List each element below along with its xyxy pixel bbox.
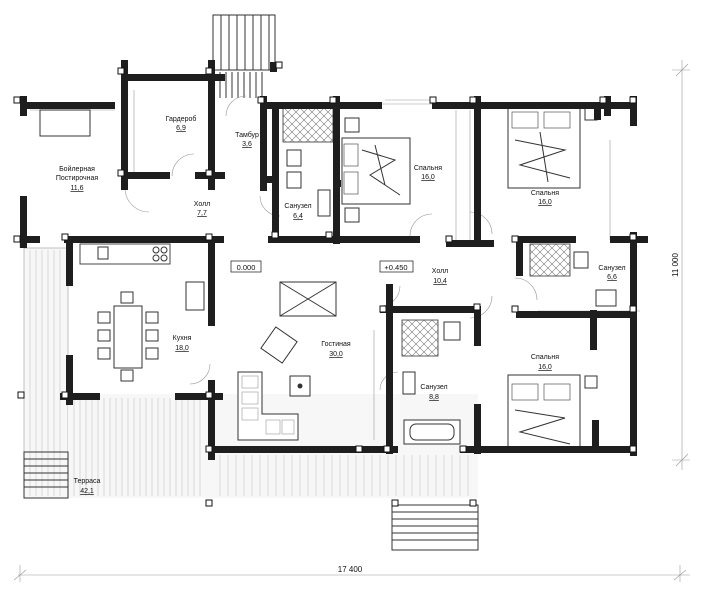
vestibule-area: 3,6 xyxy=(242,141,252,148)
joint-markers xyxy=(13,61,637,507)
wardrobe-area: 6,9 xyxy=(176,125,186,132)
fireplace xyxy=(279,281,337,317)
wardrobe-label: Гардероб xyxy=(166,115,197,123)
living-area: 30,0 xyxy=(329,351,343,358)
level-box-raised xyxy=(379,260,414,273)
south-entrance-stairs xyxy=(391,504,479,551)
bath-top-label: Санузел xyxy=(284,203,311,210)
hall-right-area: 10,4 xyxy=(433,278,447,285)
hall-right-label: Холл xyxy=(432,268,449,275)
kitchen-label: Кухня xyxy=(173,335,192,342)
hall-left-area: 7,7 xyxy=(197,210,207,217)
bath-top-fixtures xyxy=(286,149,331,217)
shower-tile-top xyxy=(282,107,334,143)
bed-ne xyxy=(507,107,598,189)
bath-right-label: Санузел xyxy=(598,265,625,272)
bed-ne-label: Спальня xyxy=(531,190,559,197)
bath-right-area: 6,6 xyxy=(607,274,617,281)
bed-center xyxy=(341,117,411,223)
bed-se-label: Спальня xyxy=(531,354,559,361)
dining-table xyxy=(97,291,159,382)
hall-left-label: Холл xyxy=(194,201,211,208)
kitchen-counter xyxy=(79,243,205,311)
kitchen-area: 18,0 xyxy=(175,345,189,352)
bed-se xyxy=(507,374,598,451)
vestibule-label: Тамбур xyxy=(235,131,259,139)
boiler-area: 11,6 xyxy=(70,185,83,192)
living-label: Гостиная xyxy=(321,341,351,348)
level-box-base xyxy=(230,260,262,273)
terrace-stairs xyxy=(23,451,69,499)
boiler-label-1: Бойлерная xyxy=(59,165,95,173)
bath-mid-label: Санузел xyxy=(420,384,447,391)
bed-center-area: 16,0 xyxy=(421,174,435,181)
bath-mid-area: 8,8 xyxy=(429,394,439,401)
bed-ne-area: 16,0 xyxy=(538,199,552,206)
dimension-height: 11 000 xyxy=(671,253,680,277)
level-base: 0.000 xyxy=(237,263,256,272)
living-sofa xyxy=(237,326,311,441)
dimension-lines xyxy=(13,60,690,582)
door-swings xyxy=(124,95,538,391)
boiler-cabinet xyxy=(39,109,91,137)
bath-top-area: 6,4 xyxy=(293,213,303,220)
bed-se-area: 16,0 xyxy=(538,364,552,371)
level-raised: +0.450 xyxy=(384,263,407,272)
boiler-label-2: Постирочная xyxy=(56,175,99,182)
walls xyxy=(20,60,648,460)
bath-mid-fixtures xyxy=(402,321,461,445)
bath-right-fixtures xyxy=(573,251,617,307)
shower-tile-mid xyxy=(401,319,439,357)
bed-center-label: Спальня xyxy=(414,165,442,172)
north-entrance-stairs xyxy=(212,14,276,98)
terrace-area: 42,1 xyxy=(80,488,94,495)
terrace-label: Терраса xyxy=(74,478,101,485)
shower-tile-right xyxy=(529,243,571,277)
dimension-width: 17 400 xyxy=(338,565,363,574)
